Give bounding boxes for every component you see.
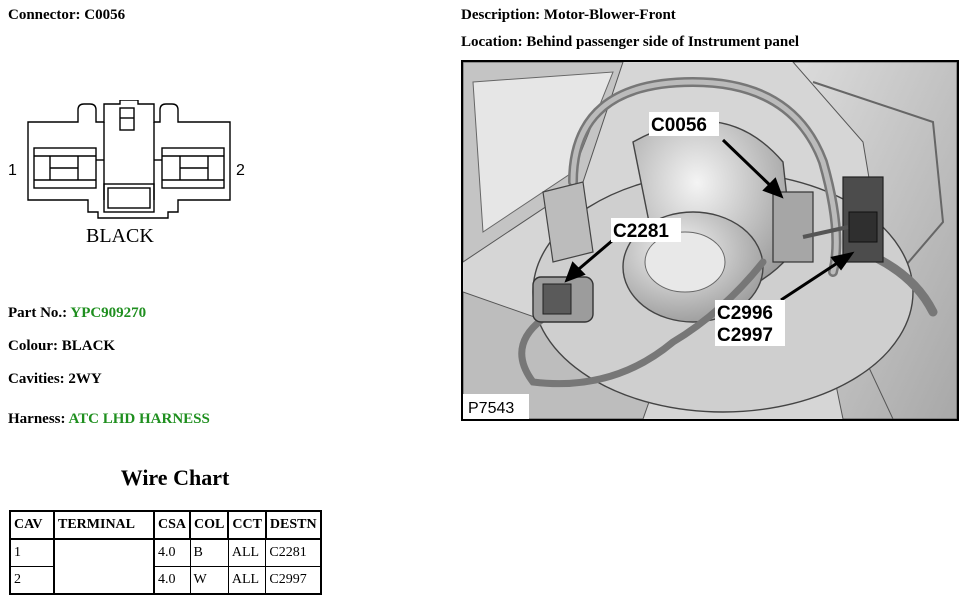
header-cav: CAV [9, 510, 55, 540]
wire-chart-table: CAV TERMINAL CSA COL CCT DESTN 1 4.0 B A… [9, 510, 322, 595]
cell-cav: 2 [9, 566, 55, 595]
cavity-1 [33, 147, 97, 189]
colour-label: Colour: [8, 338, 58, 354]
connector-diagram: 1 2 BLACK [8, 100, 245, 247]
pin-2-label: 2 [236, 162, 245, 179]
colour-field: Colour: BLACK [8, 338, 115, 355]
header-cct: CCT [227, 510, 267, 540]
header-col: COL [189, 510, 230, 540]
location-field: Location: Behind passenger side of Instr… [461, 34, 799, 51]
harness-label: Harness: [8, 411, 66, 427]
cell-terminal [53, 538, 155, 595]
callout-c0056: C0056 [651, 115, 707, 136]
location-value: Behind passenger side of Instrument pane… [526, 34, 800, 50]
part-no-field: Part No.: YPC909270 [8, 305, 146, 322]
connector-housing [27, 100, 231, 219]
callout-c2281: C2281 [613, 221, 669, 242]
description-value: Motor-Blower-Front [543, 7, 676, 23]
cell-cav: 1 [9, 538, 55, 567]
description-label: Description: [461, 7, 541, 23]
cell-destn: C2997 [265, 566, 322, 595]
cavities-value: 2WY [68, 371, 102, 387]
pin-1-label: 1 [8, 162, 17, 179]
colour-value: BLACK [61, 338, 116, 354]
connector-field: Connector: C0056 [8, 7, 125, 24]
harness-field: Harness: ATC LHD HARNESS [8, 411, 210, 428]
harness-link[interactable]: ATC LHD HARNESS [68, 411, 210, 427]
connector-value: C0056 [84, 7, 126, 23]
cavities-field: Cavities: 2WY [8, 371, 102, 388]
part-no-label: Part No.: [8, 305, 68, 321]
cell-col: B [189, 538, 229, 567]
cell-col: W [189, 566, 229, 595]
location-photo: C0056 C2281 C2996 C2997 P7543 [461, 60, 959, 421]
connector-label: Connector: [8, 7, 81, 23]
header-destn: DESTN [264, 510, 322, 540]
location-label: Location: [461, 34, 523, 50]
cell-cct: ALL [227, 566, 267, 595]
connector-colour-caption: BLACK [86, 225, 154, 247]
part-no-link[interactable]: YPC909270 [70, 305, 147, 321]
cavity-2 [161, 147, 225, 189]
table-row: 2 4.0 W ALL C2997 [9, 566, 322, 595]
table-row: 1 4.0 B ALL C2281 [9, 538, 322, 595]
connector-latch [119, 107, 135, 131]
wire-chart-title: Wire Chart [120, 465, 230, 490]
description-field: Description: Motor-Blower-Front [461, 7, 676, 24]
cell-csa: 4.0 [153, 538, 191, 567]
cavities-label: Cavities: [8, 371, 65, 387]
cell-destn: C2281 [265, 538, 322, 567]
photo-id: P7543 [468, 400, 514, 417]
callout-c2996: C2996 [717, 303, 773, 324]
cell-cct: ALL [227, 538, 267, 567]
header-csa: CSA [152, 510, 192, 540]
header-terminal: TERMINAL [53, 510, 155, 540]
callout-c2997: C2997 [717, 325, 773, 346]
cell-csa: 4.0 [153, 566, 191, 595]
table-header-row: CAV TERMINAL CSA COL CCT DESTN [9, 510, 322, 540]
